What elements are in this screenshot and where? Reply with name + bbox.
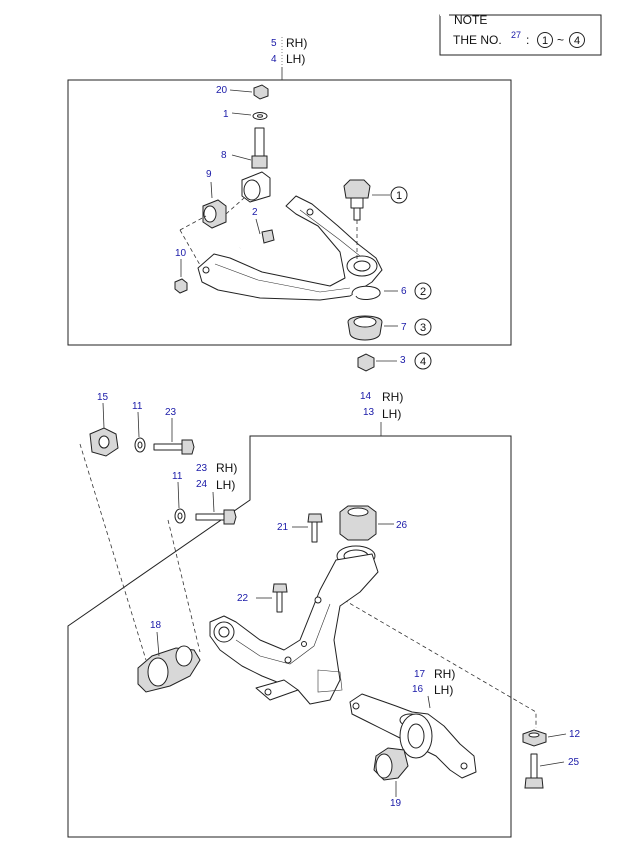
circled-number-icon	[537, 32, 553, 48]
circled-number-icon	[414, 352, 432, 370]
side-lh-label: LH)	[286, 52, 305, 66]
nut-20: 20	[216, 84, 269, 100]
bolt-21: 21	[277, 513, 323, 543]
callout-1: 1	[223, 109, 229, 120]
note-title: NOTE	[454, 13, 487, 27]
callout-19: 19	[390, 798, 402, 809]
bolt-22: 22	[237, 583, 288, 613]
callout-2: 2	[252, 207, 258, 218]
callout-25: 25	[568, 757, 580, 768]
circled-number-icon	[390, 186, 408, 204]
callout-26: 26	[396, 520, 408, 531]
circled-2: 2	[420, 286, 426, 298]
bolt-25: 25	[524, 753, 580, 789]
lower-frame	[67, 435, 512, 838]
side-rh-label: RH)	[286, 36, 307, 50]
guide-line	[167, 519, 201, 653]
side-lh-label: LH)	[434, 683, 453, 697]
callout-16: 16	[412, 684, 424, 695]
callout-17: 17	[414, 669, 426, 680]
callout-10: 10	[175, 248, 187, 259]
callout-13: 13	[363, 407, 375, 418]
bolt-23b-24: 23 RH) 24 LH)	[195, 461, 237, 525]
callout-20: 20	[216, 85, 228, 96]
note-range-end: 4	[574, 35, 580, 47]
side-rh-label: RH)	[434, 667, 455, 681]
bushing-18: 18	[137, 620, 201, 693]
upper-arm-group: 5 RH) 4 LH) 20 1 8	[67, 36, 512, 372]
callout-22: 22	[237, 593, 249, 604]
guide-line	[79, 443, 147, 661]
side-lh-label: LH)	[382, 407, 401, 421]
washer-11a: 11	[132, 401, 146, 453]
callout-4: 4	[271, 54, 277, 65]
bushing-19: 19	[373, 747, 409, 809]
upper-frame	[67, 79, 512, 346]
callout-8: 8	[221, 150, 227, 161]
callout-3: 3	[400, 355, 406, 366]
snap-ring-6: 6 2	[351, 282, 432, 300]
note-range-start: 1	[542, 35, 548, 47]
nut-3: 3 4	[357, 352, 432, 372]
circled-1: 1	[396, 190, 402, 202]
guide-line	[343, 599, 537, 728]
circled-number-icon	[569, 32, 585, 48]
circled-number-icon	[414, 282, 432, 300]
knuckle-16-17: 17 RH) 16 LH)	[349, 667, 477, 779]
washer-11b: 11	[172, 471, 186, 524]
ball-joint: 1	[343, 179, 408, 262]
note-box: NOTE THE NO. 27 : 1 ~ 4	[439, 13, 602, 56]
callout-9: 9	[206, 169, 212, 180]
lower-arm-group: 14 RH) 13 LH) 15 11 23 1	[67, 390, 581, 838]
dust-boot-7: 7 3	[347, 315, 432, 341]
circled-3: 3	[420, 322, 426, 334]
callout-7: 7	[401, 322, 407, 333]
callout-5: 5	[271, 38, 277, 49]
callout-23b: 23	[196, 463, 208, 474]
callout-18: 18	[150, 620, 162, 631]
callout-11a: 11	[132, 401, 143, 412]
bushing-26: 26	[339, 505, 408, 541]
bolt-2: 2	[239, 207, 275, 249]
upper-control-arm	[179, 195, 383, 301]
lower-control-arm	[209, 545, 379, 705]
bushing-9: 9	[202, 169, 271, 229]
nut-12: 12	[522, 729, 581, 747]
circled-number-icon	[414, 318, 432, 336]
nut-10: 10	[174, 248, 188, 294]
circled-4: 4	[420, 356, 426, 368]
bolt-23a: 23	[153, 407, 195, 455]
side-rh-label: RH)	[382, 390, 403, 404]
note-line-prefix: THE NO.	[453, 33, 502, 47]
callout-6: 6	[401, 286, 407, 297]
bracket-15: 15	[89, 392, 119, 457]
callout-23a: 23	[165, 407, 177, 418]
side-lh-label: LH)	[216, 478, 235, 492]
shaft-8: 8	[221, 127, 268, 169]
callout-11b: 11	[172, 471, 183, 482]
callout-14: 14	[360, 391, 372, 402]
callout-15: 15	[97, 392, 109, 403]
note-sup: 27	[511, 30, 521, 40]
side-rh-label: RH)	[216, 461, 237, 475]
callout-12: 12	[569, 729, 581, 740]
note-colon: :	[526, 33, 529, 47]
washer-1: 1	[223, 109, 268, 120]
callout-21: 21	[277, 522, 289, 533]
callout-24: 24	[196, 479, 208, 490]
note-tilde: ~	[557, 33, 564, 47]
